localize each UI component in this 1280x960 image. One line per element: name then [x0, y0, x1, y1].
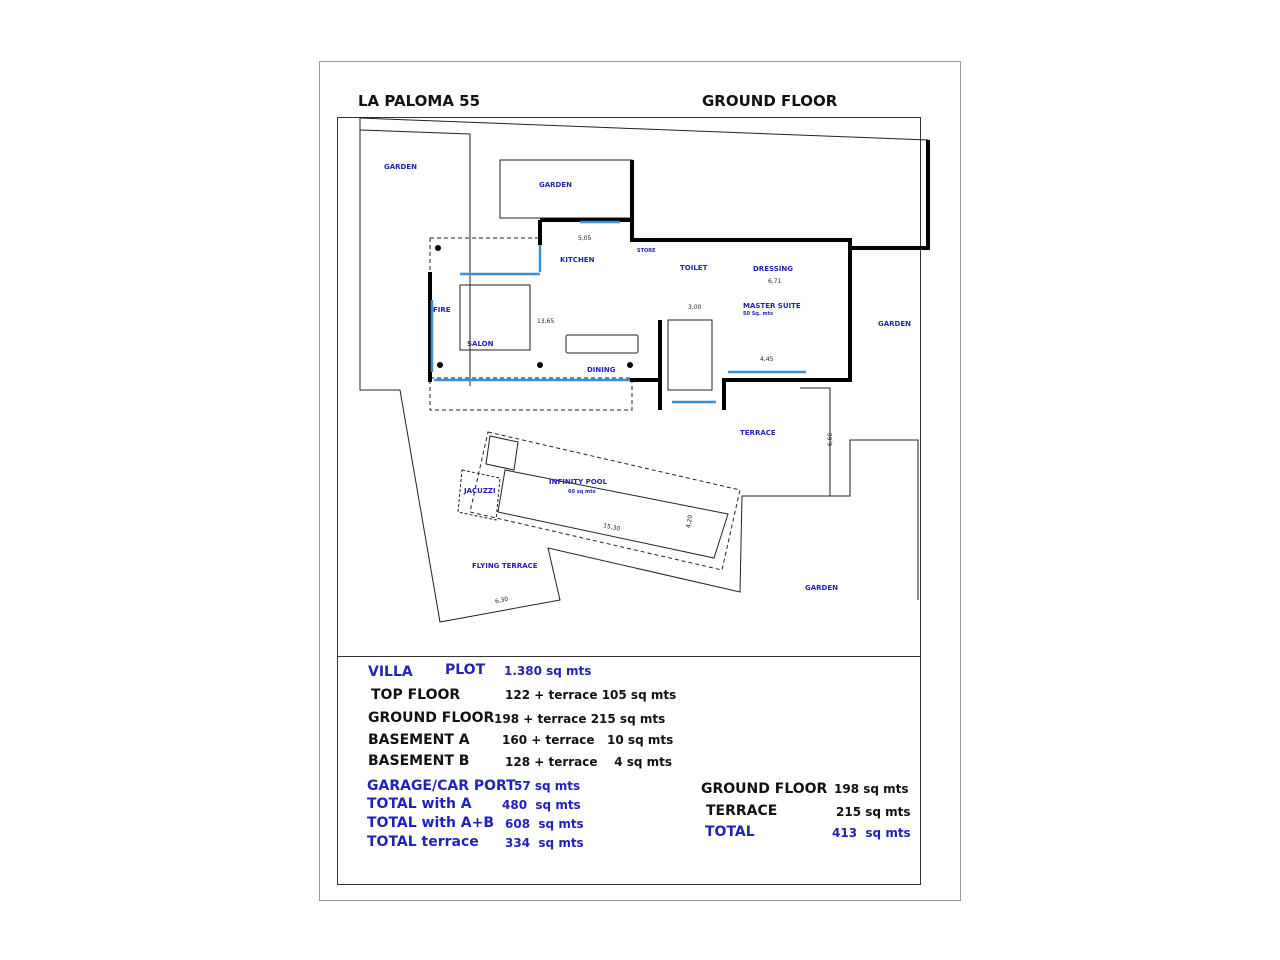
room-kitchen: KITCHEN: [560, 256, 595, 264]
dim-suite: 4,45: [760, 356, 774, 363]
drawing-sheet: [319, 61, 961, 901]
room-salon: SALON: [467, 340, 494, 348]
dim-hall: 3,00: [688, 304, 702, 311]
dim-terrace: 6,60: [827, 432, 835, 447]
total-label: TOTAL with A: [367, 796, 472, 812]
summary-label: TOTAL: [705, 824, 755, 840]
total-value: 608 sq mts: [505, 817, 584, 831]
summary-label: GROUND FLOOR: [701, 781, 828, 797]
infinity-pool: [497, 469, 729, 559]
floor-value: 198 + terrace 215 sq mts: [494, 712, 666, 726]
plot-value: 1.380 sq mts: [504, 664, 592, 678]
dim-kitchen: 5,05: [578, 235, 592, 242]
total-label: TOTAL with A+B: [367, 815, 495, 831]
room-store: STORE: [637, 248, 656, 254]
room-dressing: DRESSING: [753, 265, 793, 273]
room-dining: DINING: [587, 366, 616, 374]
garden-nw: [359, 129, 471, 386]
total-value: 57 sq mts: [514, 779, 581, 793]
room-master-suite: MASTER SUITE: [743, 302, 801, 310]
floor-label: BASEMENT B: [368, 753, 470, 769]
summary-value: 198 sq mts: [834, 782, 909, 796]
floor-value: 128 + terrace 4 sq mts: [505, 755, 673, 769]
plot-label: PLOT: [445, 662, 486, 678]
room-flying-terrace: FLYING TERRACE: [472, 562, 538, 570]
summary-value: 413 sq mts: [832, 826, 911, 840]
jacuzzi: [457, 469, 501, 521]
master-suite-area: 50 Sq. mts: [743, 311, 774, 317]
drawing-frame: [337, 117, 921, 885]
dim-salon: 13,65: [537, 318, 555, 325]
garden-n: [499, 159, 633, 219]
total-label: TOTAL terrace: [367, 834, 479, 850]
divider: [337, 656, 920, 657]
floor-label: TOP FLOOR: [371, 687, 461, 703]
room-infinity-pool: INFINITY POOL: [549, 478, 608, 486]
stairs-pool: [485, 435, 519, 471]
room-jacuzzi: JACUZZI: [464, 487, 496, 495]
summary-label: TERRACE: [706, 803, 778, 819]
floor-value: 160 + terrace 10 sq mts: [502, 733, 674, 747]
room-garden-nw: GARDEN: [384, 163, 418, 171]
floor-label: BASEMENT A: [368, 732, 470, 748]
room-fire: FIRE: [433, 306, 451, 314]
floor-title: GROUND FLOOR: [702, 92, 838, 110]
villa-label: VILLA: [368, 664, 413, 680]
summary-value: 215 sq mts: [836, 805, 911, 819]
total-value: 334 sq mts: [505, 836, 584, 850]
plot-boundary-north: [359, 117, 929, 250]
dim-dressing: 6,71: [768, 278, 782, 285]
total-value: 480 sq mts: [502, 798, 581, 812]
total-label: GARAGE/CAR PORT: [367, 778, 516, 794]
room-garden-e: GARDEN: [878, 320, 912, 328]
room-garden-s: GARDEN: [805, 584, 839, 592]
floor-label: GROUND FLOOR: [368, 710, 495, 726]
plot-boundary: [359, 118, 919, 623]
room-toilet: TOILET: [680, 264, 708, 272]
floor-value: 122 + terrace 105 sq mts: [505, 688, 677, 702]
stairs: [667, 319, 713, 391]
room-terrace: TERRACE: [740, 429, 776, 437]
room-garden-n: GARDEN: [539, 181, 573, 189]
pool-area: 60 sq mts: [568, 489, 596, 495]
pool-outline: [469, 431, 741, 571]
project-title: LA PALOMA 55: [358, 92, 481, 110]
